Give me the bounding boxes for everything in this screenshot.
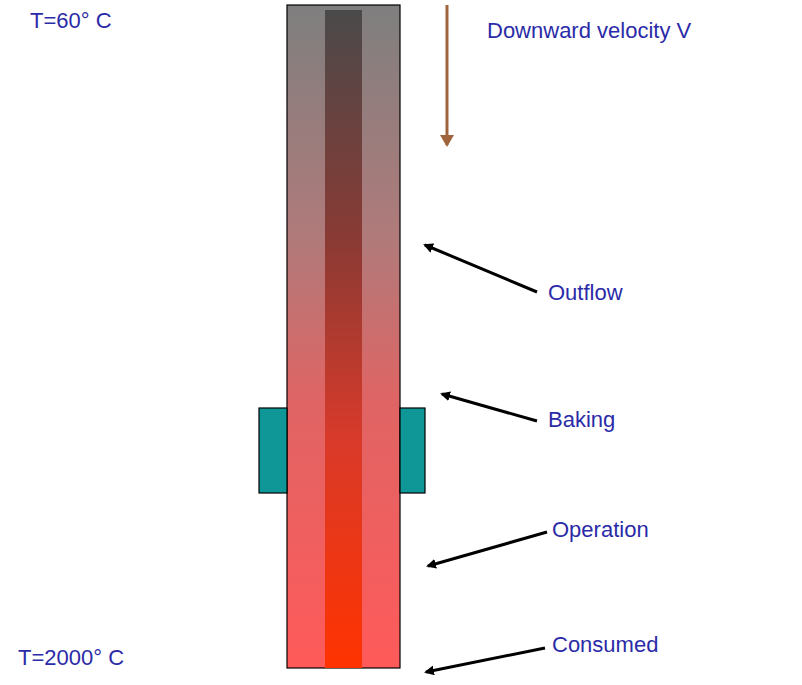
leader-arrow bbox=[428, 532, 547, 566]
leader-arrow bbox=[426, 648, 545, 672]
zone-label: Operation bbox=[552, 517, 649, 543]
baking-clamp bbox=[259, 408, 287, 493]
leader-arrow bbox=[425, 245, 537, 292]
zone-label: Baking bbox=[548, 407, 615, 433]
electrode-core bbox=[325, 10, 362, 668]
baking-clamp bbox=[400, 408, 425, 493]
temperature-label: T=2000° C bbox=[18, 645, 124, 671]
leader-arrow bbox=[442, 394, 537, 421]
temperature-label: T=60° C bbox=[30, 8, 112, 34]
velocity-label: Downward velocity V bbox=[487, 18, 692, 44]
zone-label: Outflow bbox=[548, 280, 623, 306]
electrode-body bbox=[287, 5, 400, 668]
zone-label: Consumed bbox=[552, 632, 658, 658]
velocity-arrow bbox=[446, 5, 449, 145]
